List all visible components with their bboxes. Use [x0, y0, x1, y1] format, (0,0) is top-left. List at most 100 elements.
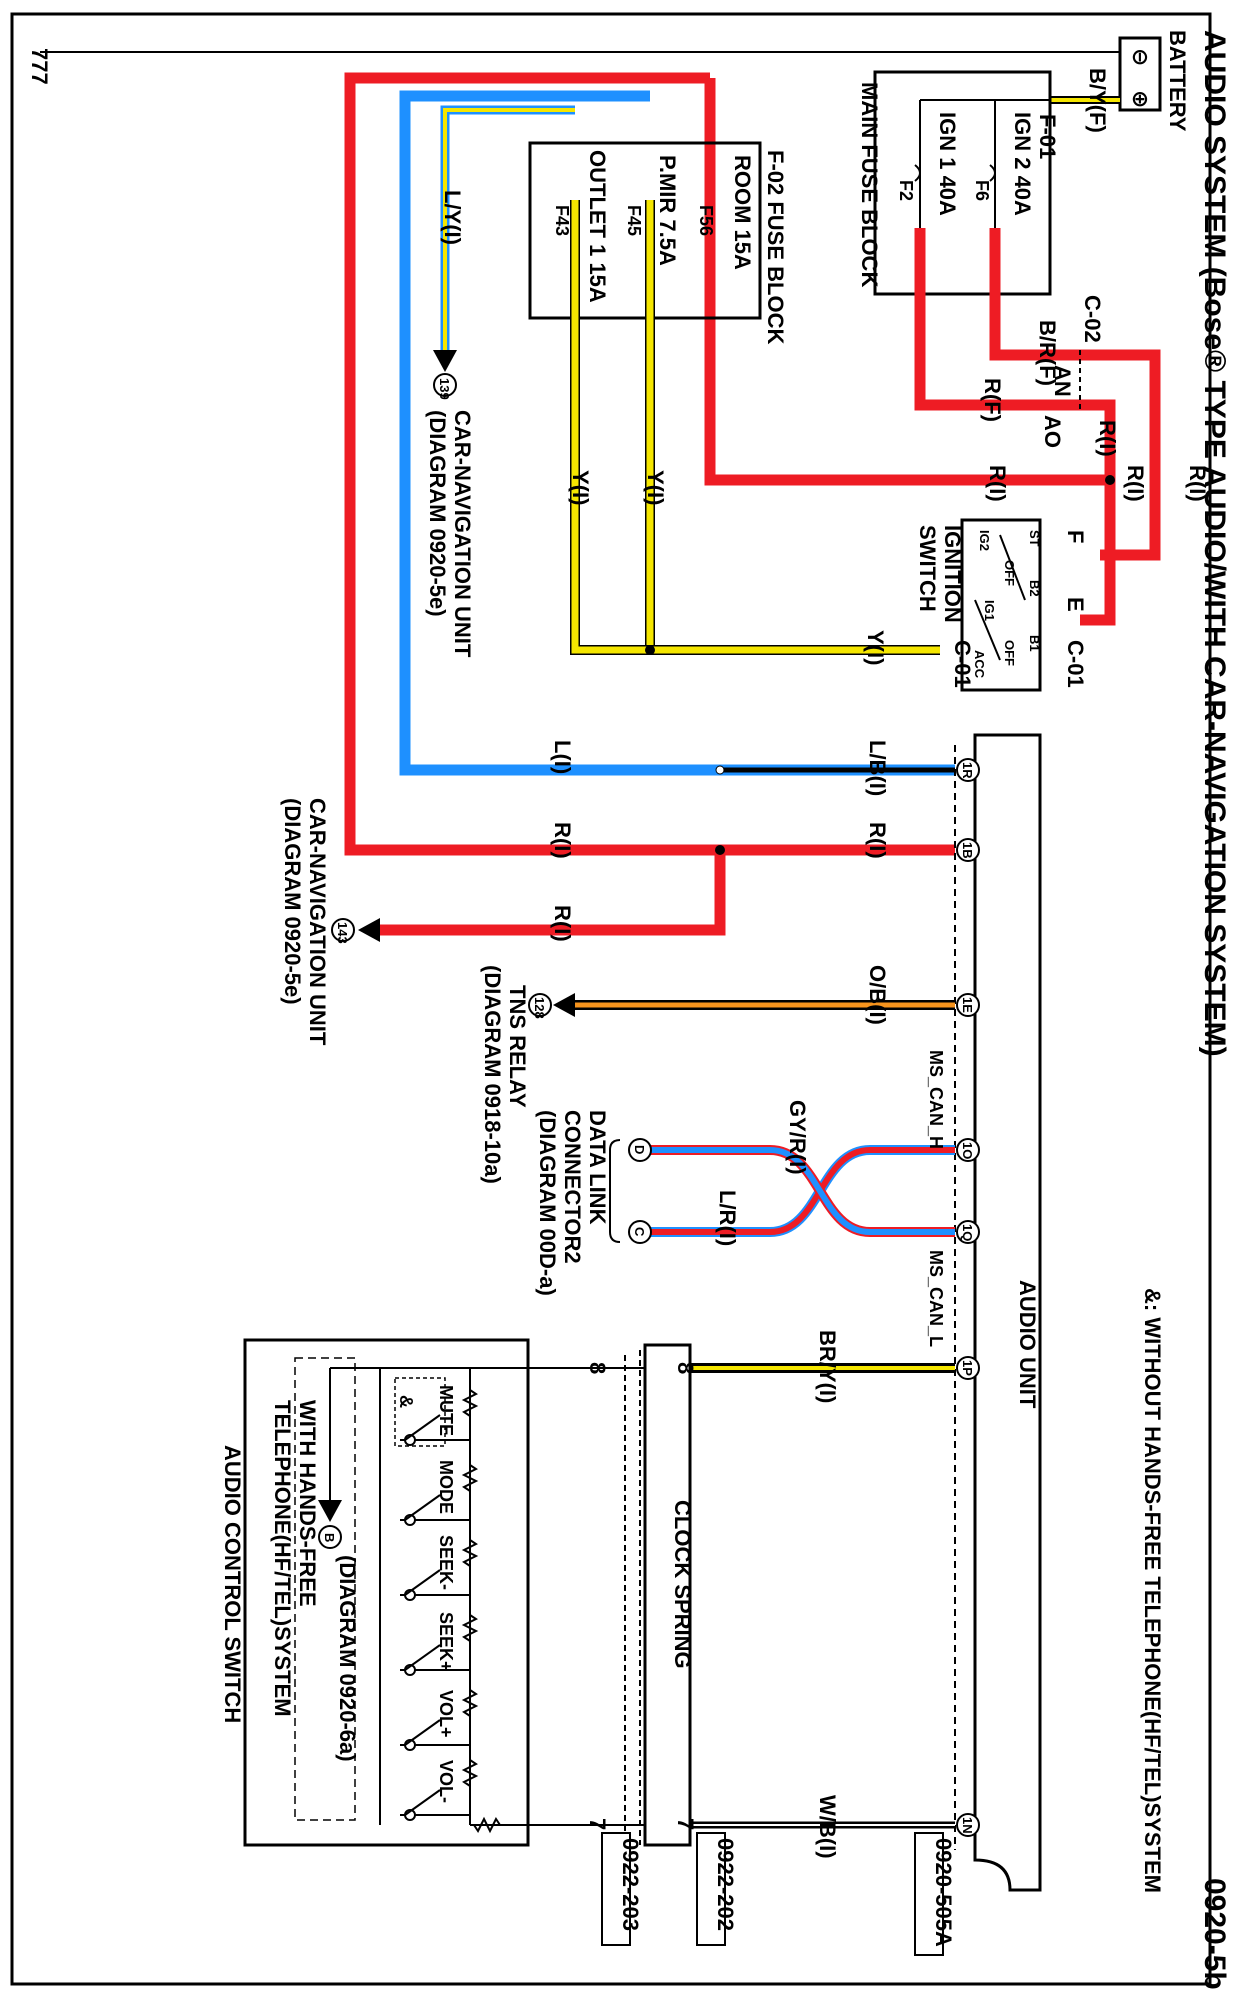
main-fuse-block-label: MAIN FUSE BLOCK — [857, 82, 882, 287]
wire-ri-label-4: R(I) — [985, 465, 1010, 502]
audio-unit-box — [973, 733, 1042, 1892]
wire-ri-label-2: R(I) — [1185, 465, 1210, 502]
dlc-pin-d — [628, 1138, 652, 1162]
resistor-7 — [473, 1816, 501, 1834]
clock-spring-pin8: 8 — [673, 1362, 698, 1374]
fuse-room-id: F56 — [696, 205, 716, 236]
nav1-arrow — [433, 350, 457, 372]
wire-ri-branch — [380, 850, 726, 936]
battery-plus: ⊕ — [1128, 90, 1153, 108]
audio-unit-code-box — [914, 1832, 944, 1956]
ign-contact-2 — [974, 599, 1001, 661]
dlc-pin-c — [628, 1220, 652, 1244]
wire-yi-label-3: Y(I) — [863, 630, 888, 665]
fuse-ign2-id: F6 — [972, 180, 992, 201]
pin-1r-label: 1R — [960, 762, 975, 779]
c02-pin-an: AN — [1050, 365, 1075, 397]
battery-minus: ⊖ — [1128, 48, 1153, 66]
hf-arrow — [318, 1500, 342, 1522]
tns-label: TNS RELAY — [505, 985, 530, 1108]
wire-can-l — [650, 1147, 955, 1235]
ign-pos-off2: OFF — [1002, 640, 1017, 666]
clock-spring-code: 0922-202 — [713, 1838, 738, 1931]
hf-diagram: (DIAGRAM 0920-6a) — [335, 1555, 360, 1762]
main-fuse-block-box — [873, 70, 1052, 296]
wire-ly-label: L/Y(I) — [440, 190, 465, 245]
dlc-label-1: DATA LINK — [585, 1110, 610, 1225]
audio-unit-code: 0920-505A — [931, 1838, 956, 1947]
fuse-ign1-id: F2 — [896, 180, 916, 201]
wire-lr-label: L/R(I) — [715, 1190, 740, 1246]
dlc-label-2: CONNECTOR2 — [560, 1110, 585, 1264]
audio-control-switch-box — [243, 1338, 530, 1847]
pin-1e-label: 1E — [960, 997, 975, 1013]
wire-1b-label-1: R(I) — [550, 822, 575, 859]
battery: ⊖ ⊕ BATTERY — [1118, 30, 1190, 132]
btn-mute: MUTE — [436, 1385, 456, 1436]
pin-1n — [956, 1813, 980, 1837]
clock-spring-box — [643, 1343, 692, 1847]
clock-spring: CLOCK SPRING 8 7 0922-202 — [639, 1343, 738, 1946]
fuse-outlet-id: F43 — [552, 205, 572, 236]
wire-li-label: L(I) — [550, 740, 575, 774]
btn-seek-plus: SEEK+ — [436, 1612, 456, 1672]
clock-spring-pin7: 7 — [673, 1818, 698, 1830]
wire-room — [704, 78, 1110, 486]
nav1-label: CAR-NAVIGATION UNIT — [450, 410, 475, 658]
ign-pos-ig1: IG1 — [982, 600, 997, 621]
hf-label-2: TELEPHONE(HF/TEL)SYSTEM — [270, 1400, 295, 1717]
audio-unit-pins: 1R 1B 1E 1O 1Q 1P 1N — [956, 758, 980, 1837]
tns-ref-circle — [528, 993, 552, 1017]
pin-1n-label: 1N — [960, 1817, 975, 1834]
wire-ign1 — [914, 228, 1116, 626]
wire-lb-label: L/B(I) — [865, 740, 890, 796]
btn-vol-minus: VOL- — [436, 1760, 456, 1803]
wire-brf-label: B/R(F) — [1035, 320, 1060, 386]
pin-1p-label: 1P — [960, 1360, 975, 1376]
switch-contacts — [400, 1414, 470, 1821]
clock-spring-code-box — [696, 1832, 726, 1946]
dlc-pin-d-label: D — [632, 1145, 647, 1154]
pin-1o — [956, 1138, 980, 1162]
ign-connector-bottom: C-01 — [950, 640, 975, 688]
junction-r — [1105, 475, 1115, 485]
tns-diagram: (DIAGRAM 0918-10a) — [480, 965, 505, 1184]
can-twisted-pair — [650, 1145, 955, 1237]
dlc-diagram: (DIAGRAM 00D-a) — [535, 1110, 560, 1296]
wire-yi-label-1: Y(I) — [568, 470, 593, 505]
lb-junction — [715, 765, 725, 775]
wire-rf-label: R(F) — [980, 378, 1005, 422]
dlc-bracket — [609, 1139, 621, 1243]
battery-box — [1118, 36, 1162, 112]
wire-ri-label-1: R(I) — [1095, 420, 1120, 457]
main-fuse-connector: F-01 — [1035, 114, 1060, 159]
ign-connector-top: C-01 — [1063, 640, 1088, 688]
pin-1r — [956, 758, 980, 782]
btn-amp: & — [396, 1395, 416, 1408]
switch-code-box — [601, 1832, 631, 1946]
fuse-outlet-name: OUTLET 1 15A — [585, 150, 610, 303]
red-power-wires — [344, 72, 1161, 936]
fuse-block-f02: F-02 FUSE BLOCK ROOM 15A F56 P.MIR 7.5A … — [528, 141, 788, 344]
btn-vol-plus: VOL+ — [436, 1690, 456, 1738]
nav2-ref-circle — [331, 918, 355, 942]
ign-pos-b1: B1 — [1027, 635, 1042, 652]
fuse-room-name: ROOM 15A — [730, 155, 755, 270]
f02-label: F-02 FUSE BLOCK — [763, 150, 788, 344]
connector-c02: C-02 AN AO — [1040, 295, 1105, 448]
nav1-ref: 139 — [437, 378, 452, 400]
ignition-label-1: IGNITION — [940, 525, 965, 623]
battery-label: BATTERY — [1165, 30, 1190, 132]
ign-terminal-f: F — [1063, 530, 1088, 543]
wire-l-blue — [399, 90, 955, 776]
wire-gyr-label: GY/R(I) — [785, 1100, 810, 1175]
wire-ob-label: O/B(I) — [865, 965, 890, 1025]
hf-dashed-box — [294, 1357, 356, 1821]
nav1-diagram: (DIAGRAM 0920-5e) — [425, 410, 450, 617]
hf-ref: B — [322, 1533, 337, 1542]
mute-box — [394, 1377, 446, 1447]
audio-unit-label: AUDIO UNIT — [1015, 1280, 1040, 1409]
tns-arrow — [553, 993, 575, 1017]
dlc-pin-c-label: C — [632, 1227, 647, 1237]
